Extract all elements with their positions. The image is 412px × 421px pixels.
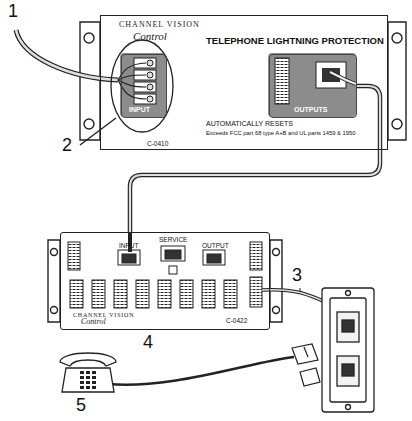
port-label: INPUT (129, 106, 150, 114)
port-label: SERVICE (159, 236, 187, 243)
phone-plug (292, 344, 320, 386)
key (86, 381, 90, 384)
punch-block (92, 280, 105, 308)
key (92, 376, 96, 379)
input-wires (118, 63, 146, 99)
punch-block (70, 280, 83, 308)
model-number: C-0422 (226, 317, 247, 324)
wall-plate (322, 288, 374, 412)
outputs-panel-fill (268, 53, 356, 117)
telephone-cable (130, 86, 380, 232)
key (92, 386, 96, 389)
highlight-ellipse (111, 40, 173, 132)
punch-block (202, 280, 215, 308)
brand-script: Control (81, 318, 106, 327)
punch-block (224, 280, 237, 308)
punch-block (158, 280, 171, 308)
brand-name: CHANNEL VISION (119, 21, 200, 30)
leader-line (300, 288, 301, 292)
outputs-jack (316, 62, 346, 88)
key (92, 381, 96, 384)
device-note: AUTOMATICALLY RESETS (206, 120, 293, 128)
input-terminals (134, 58, 156, 104)
distribution-module: INPUTSERVICEOUTPUTCHANNEL VISIONControlC… (60, 232, 270, 330)
callout-number: 3 (292, 266, 302, 286)
key (86, 386, 90, 389)
port-label: OUTPUT (202, 242, 229, 249)
brand-script: Control (133, 30, 167, 42)
input-panel: INPUT (121, 54, 167, 118)
telephone (60, 353, 116, 392)
callout-number: 5 (76, 396, 86, 416)
punch-block (136, 280, 149, 308)
module-terminal-blocks (68, 242, 262, 307)
leader-line (80, 118, 116, 145)
phone-cord (108, 357, 294, 385)
distribution-housing (48, 240, 282, 322)
key (92, 371, 96, 374)
key (80, 381, 84, 384)
model-number: C-0410 (147, 140, 168, 147)
outputs-panel: OUTPUTS (269, 54, 357, 118)
punch-block (180, 280, 193, 308)
output-plug (330, 72, 356, 84)
cable-core (130, 86, 380, 232)
port-label: OUTPUTS (294, 106, 327, 114)
key (86, 376, 90, 379)
device-title: TELEPHONE LIGHTNING PROTECTION (206, 36, 384, 46)
module-jacks (118, 246, 225, 274)
telephone-keypad (80, 371, 96, 389)
input-cable-core (16, 30, 118, 80)
punch-block (114, 280, 127, 308)
protector-housing (80, 22, 406, 140)
key (80, 386, 84, 389)
callout-number: 1 (8, 2, 18, 22)
outputs-strip (275, 58, 289, 104)
port-label: INPUT (119, 242, 139, 249)
key (80, 376, 84, 379)
key (80, 371, 84, 374)
callout-number: 4 (143, 333, 153, 353)
protector-housing: CHANNEL VISIONControlTELEPHONE LIGHTNING… (100, 15, 388, 150)
callout-number: 2 (62, 136, 72, 156)
module-bottom-blocks (70, 280, 237, 308)
device-note: Exceeds FCC part 68 type A+B and UL part… (206, 130, 355, 136)
input-panel-fill (120, 53, 166, 117)
cable-outline (130, 86, 380, 232)
input-cable (16, 30, 118, 80)
key (86, 371, 90, 374)
output-plug-core (330, 72, 356, 84)
